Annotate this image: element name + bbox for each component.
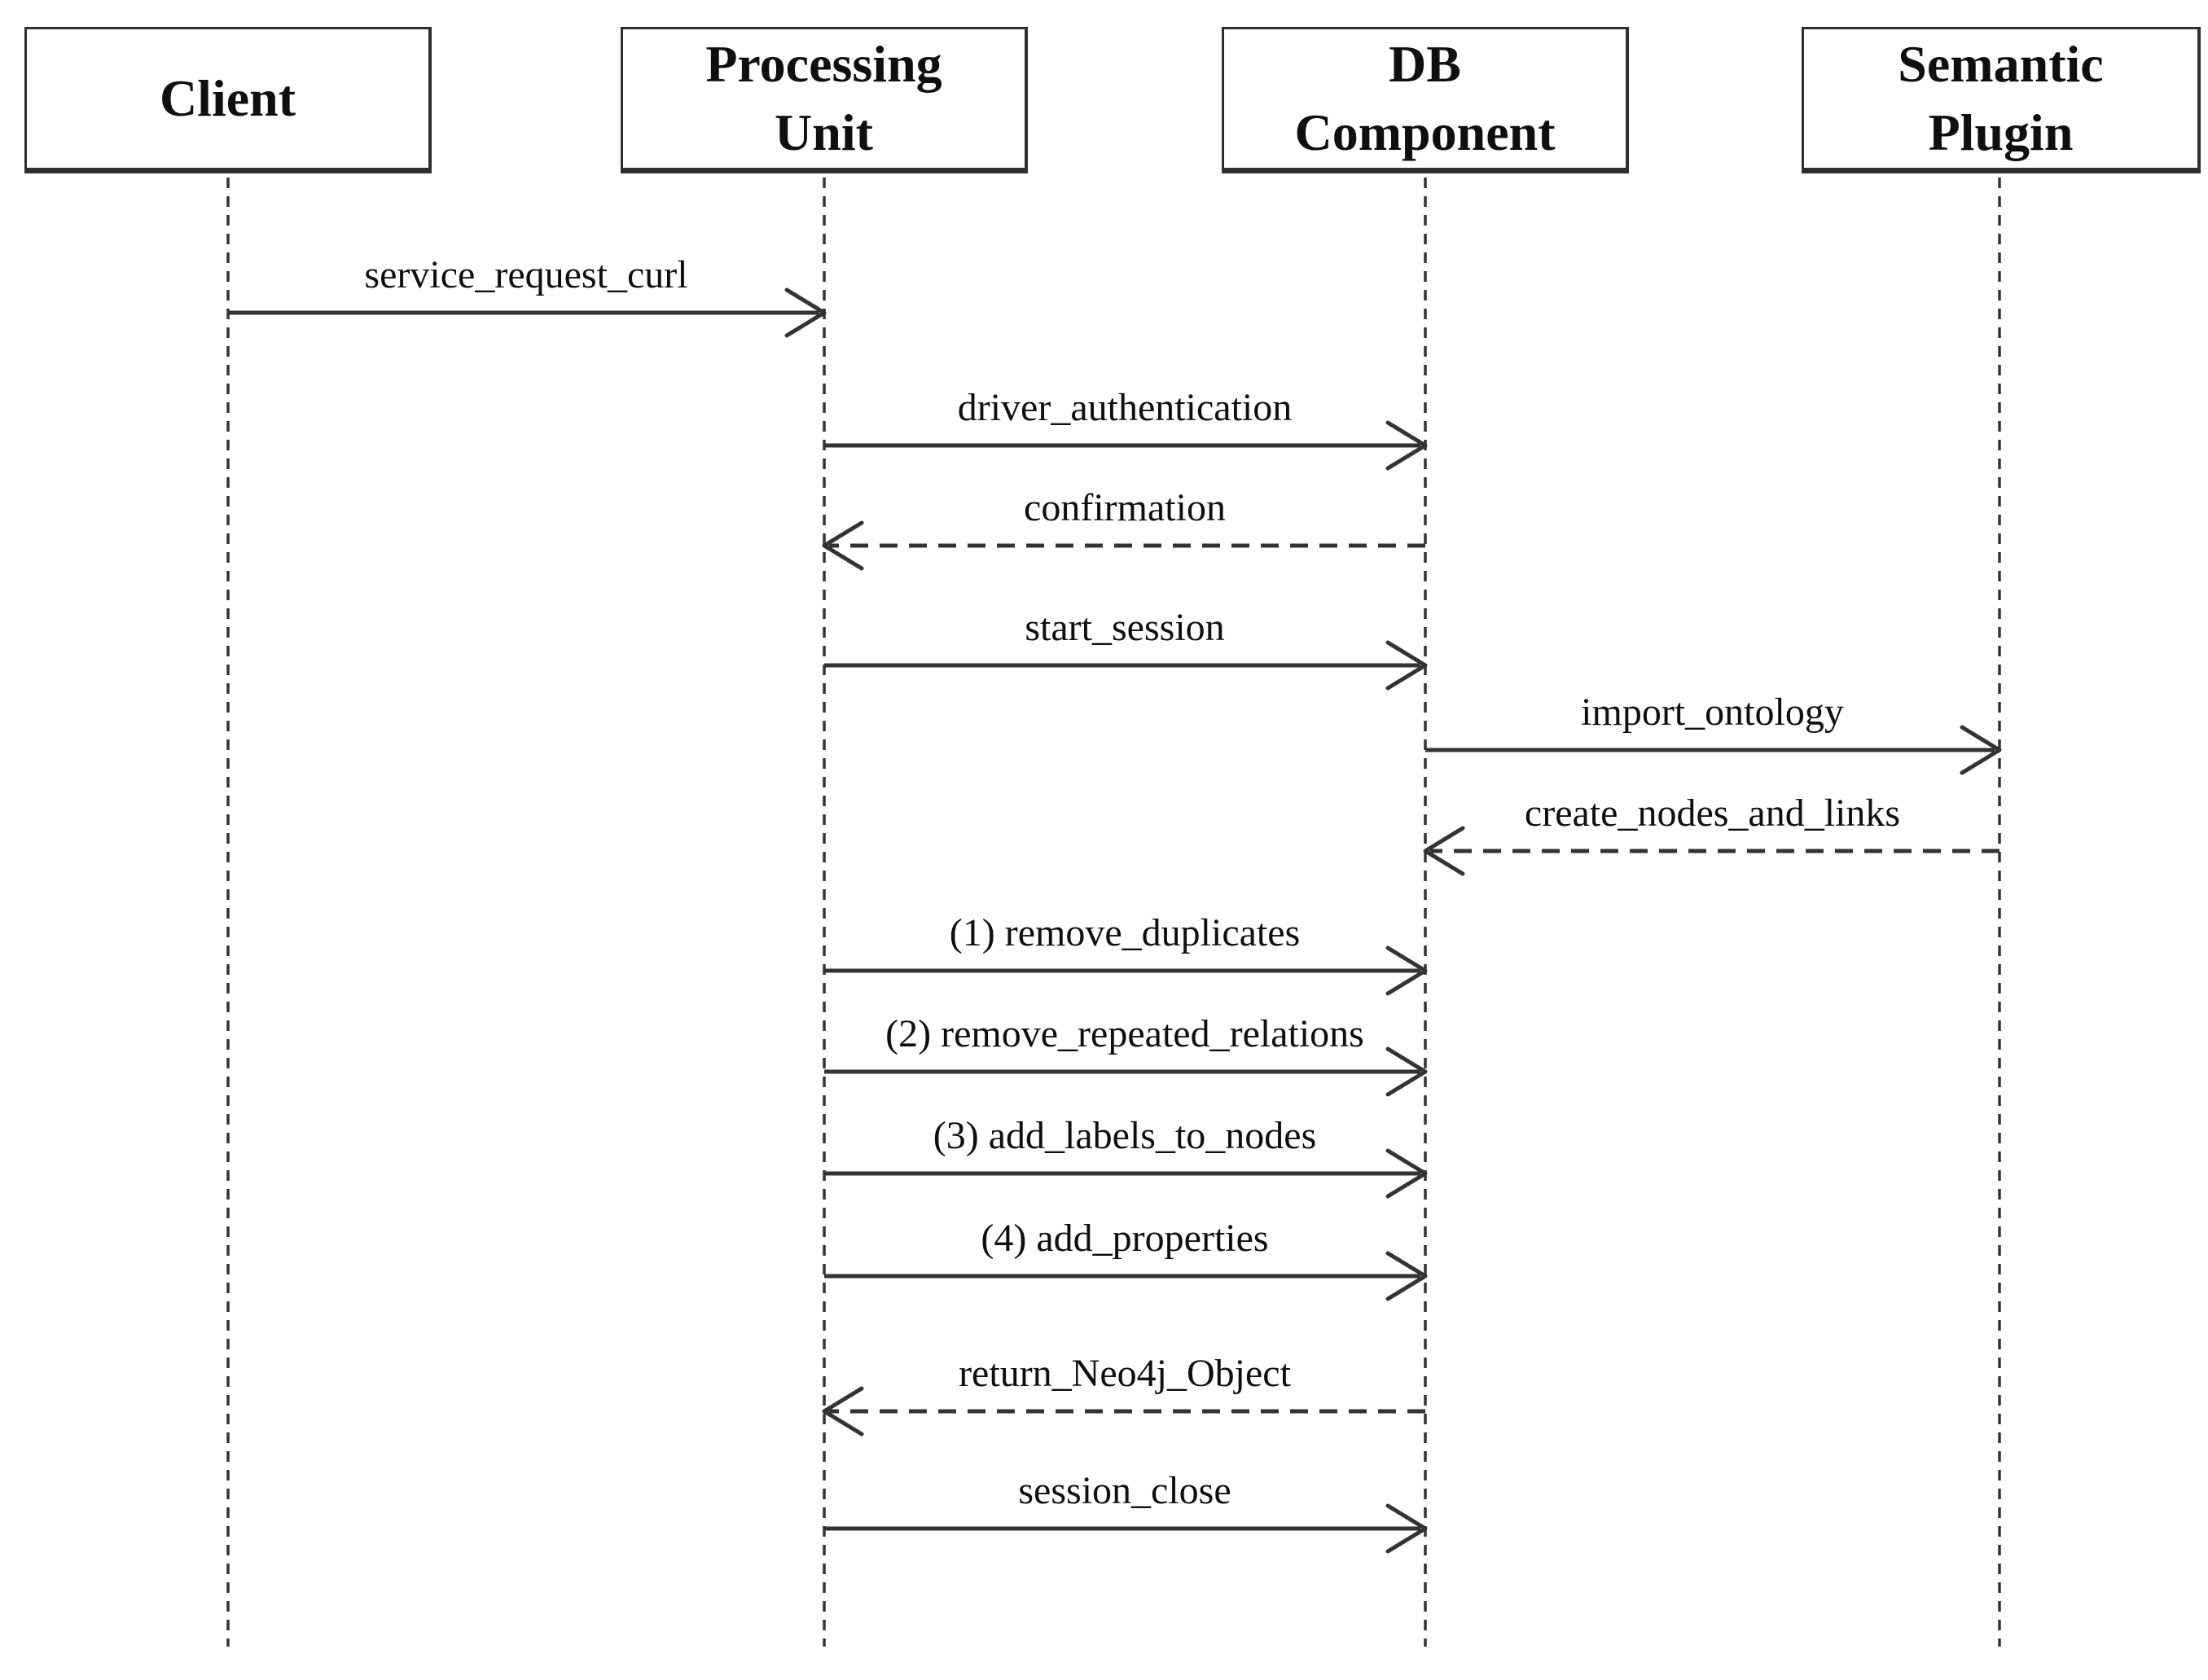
- message-arrowhead-11: [1385, 1503, 1428, 1554]
- message-label-7: (2) remove_repeated_relations: [885, 1012, 1364, 1055]
- message-arrowhead-1: [1385, 420, 1428, 471]
- participant-label-line: Processing: [705, 34, 942, 93]
- message-label-11: session_close: [1018, 1469, 1231, 1512]
- message-arrowhead-8: [1385, 1148, 1428, 1199]
- participant-label-line: Semantic: [1898, 34, 2104, 93]
- message-arrowhead-9: [1385, 1251, 1428, 1301]
- participant-box-client: Client: [24, 27, 432, 173]
- message-arrowhead-0: [784, 287, 827, 338]
- participant-box-db-component: DB Component: [1222, 27, 1629, 173]
- message-label-1: driver_authentication: [957, 386, 1293, 429]
- participant-label-line: Plugin: [1928, 103, 2074, 161]
- message-label-6: (1) remove_duplicates: [949, 911, 1301, 954]
- message-label-10: return_Neo4j_Object: [959, 1352, 1291, 1395]
- message-arrowhead-3: [1385, 640, 1428, 691]
- message-label-5: create_nodes_and_links: [1524, 792, 1901, 835]
- message-label-8: (3) add_labels_to_nodes: [933, 1114, 1317, 1157]
- participant-label-line: Client: [159, 68, 296, 127]
- message-arrowhead-4: [1960, 725, 2002, 775]
- message-label-9: (4) add_properties: [981, 1217, 1269, 1260]
- participant-label-line: DB: [1389, 34, 1461, 93]
- message-arrowhead-5: [1423, 826, 1465, 876]
- message-arrowhead-7: [1385, 1046, 1428, 1097]
- message-label-4: import_ontology: [1581, 691, 1844, 734]
- message-label-2: confirmation: [1024, 486, 1226, 529]
- message-arrowhead-10: [822, 1386, 864, 1437]
- message-label-3: start_session: [1025, 606, 1225, 649]
- participant-label-line: Component: [1294, 103, 1556, 161]
- message-label-0: service_request_curl: [364, 253, 688, 296]
- participant-label-line: Unit: [775, 103, 873, 161]
- message-arrowhead-2: [822, 520, 864, 571]
- message-arrowhead-6: [1385, 945, 1428, 996]
